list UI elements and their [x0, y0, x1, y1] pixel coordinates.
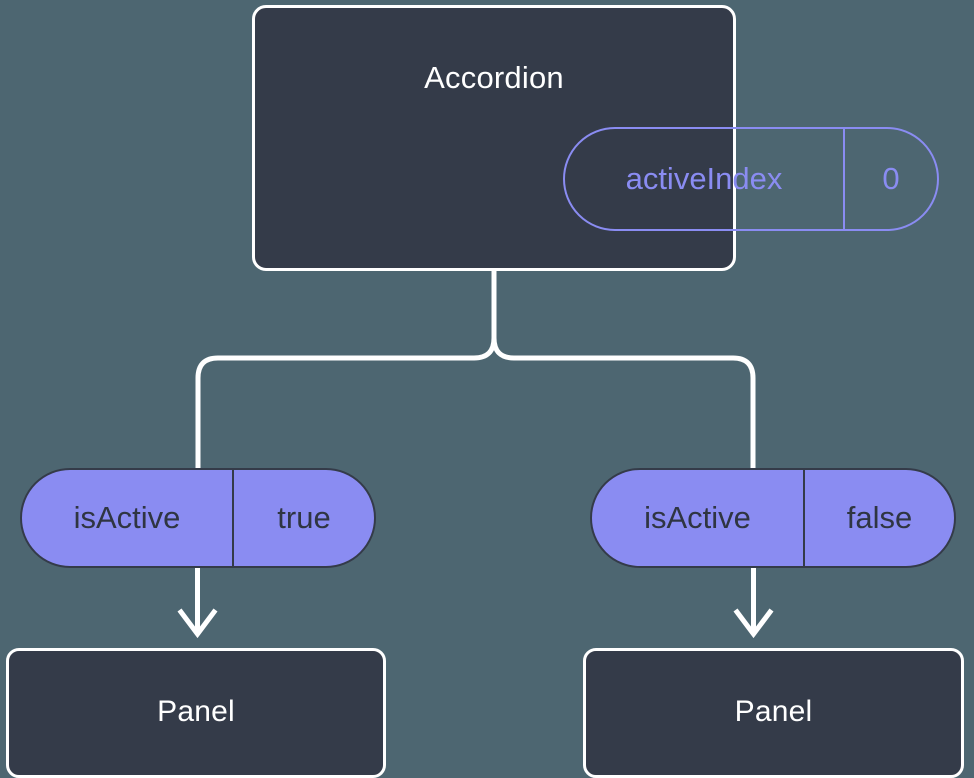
activeindex-prop-pill[interactable]: activeIndex 0: [563, 127, 939, 231]
arrow-down-icon-left: [177, 566, 218, 639]
isactive-prop-pill-right[interactable]: isActive false: [590, 468, 956, 568]
activeindex-prop-key: activeIndex: [565, 129, 845, 229]
isactive-prop-pill-left[interactable]: isActive true: [20, 468, 376, 568]
isactive-prop-key-left: isActive: [22, 470, 234, 566]
activeindex-prop-value: 0: [882, 161, 900, 196]
panel-component-node-right[interactable]: Panel: [583, 648, 964, 778]
panel-component-node-left[interactable]: Panel: [6, 648, 386, 778]
isactive-prop-value-right: false: [846, 500, 913, 535]
panel-title-right: Panel: [734, 695, 813, 728]
accordion-title: Accordion: [424, 60, 564, 95]
fork-connector-icon: [195, 268, 756, 470]
arrow-down-icon-right: [733, 566, 774, 639]
panel-title-left: Panel: [157, 695, 235, 728]
isactive-prop-value-left: true: [277, 500, 331, 535]
accordion-component-node[interactable]: Accordion activeIndex 0: [252, 5, 939, 271]
isactive-prop-key-right: isActive: [592, 470, 805, 566]
